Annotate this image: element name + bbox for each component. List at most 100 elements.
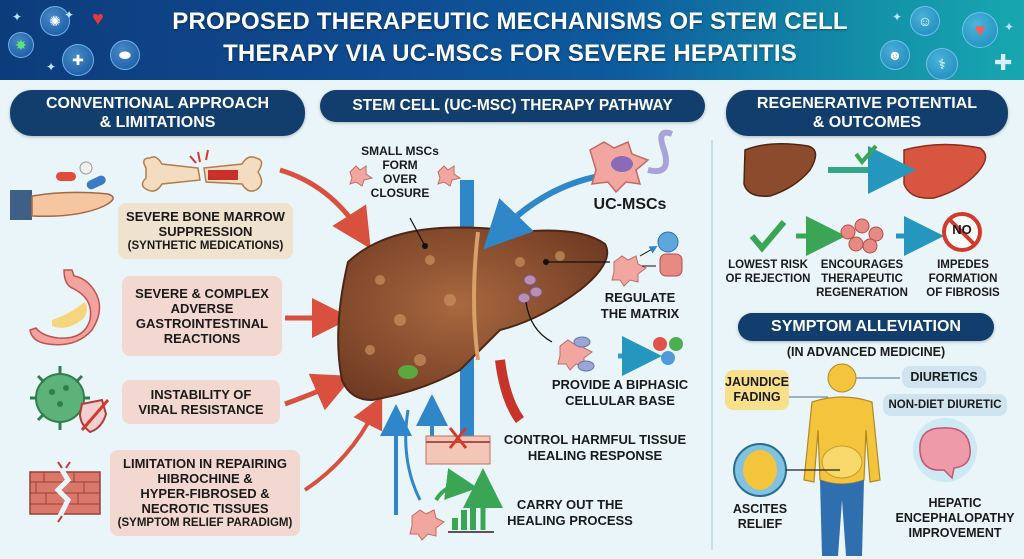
arrow-tissue-to-liver — [303, 395, 383, 492]
label-line: FORM — [382, 158, 418, 172]
hand-pills-icon — [10, 161, 114, 220]
limitation-text: HYPER-FIBROSED & — [140, 485, 270, 501]
broken-bone-icon — [141, 149, 263, 192]
label-line: DIURETICS — [910, 369, 978, 384]
limitation-box-viral: INSTABILITY OF VIRAL RESISTANCE — [122, 380, 280, 424]
label-line: CELLULAR BASE — [565, 393, 675, 408]
bar-shape — [452, 518, 458, 530]
label-line: ENCEPHALOPATHY — [895, 511, 1015, 525]
label-line: FORMATION — [928, 273, 998, 285]
person-icon: ☺ — [910, 6, 940, 36]
stomach-shape — [29, 269, 101, 346]
section-title: SYMPTOM ALLEVIATION — [771, 318, 961, 335]
label-line: REGENERATION — [816, 287, 908, 299]
artery-shape — [495, 359, 525, 423]
sparkle-icon: ✦ — [892, 10, 903, 24]
body-legs-shape — [820, 480, 864, 556]
no-sign-text: NO — [952, 222, 972, 237]
ascites-label: ASCITES RELIEF — [725, 502, 795, 532]
stethoscope-icon: ⚕ — [926, 48, 958, 80]
limitation-text: INSTABILITY OF — [150, 387, 252, 402]
header-banner: ✺ ♥ ✸ ✚ ⬬ ✦ ✦ ✦ PROPOSED THERAPEUTIC MEC… — [0, 0, 1024, 80]
bacteria-icon: ✸ — [8, 32, 34, 58]
brain-head-icon: ☻ — [880, 40, 910, 70]
stomach-icon — [29, 269, 101, 346]
first-aid-kit-icon: ✚ — [62, 44, 94, 76]
cell-blue — [661, 351, 675, 365]
hand-shape — [31, 191, 114, 218]
limitation-text: HIBROCHINE & — [157, 470, 253, 486]
label-line: RELIEF — [737, 517, 783, 531]
limitation-text: ADVERSE — [170, 301, 234, 316]
capsule-shape — [56, 172, 76, 181]
liver-cells — [517, 274, 543, 304]
limitation-text: LIMITATION IN REPAIRING — [123, 455, 287, 471]
capsule-shape — [86, 175, 106, 190]
marrow-shape — [208, 170, 238, 180]
cell-cluster-icon — [840, 218, 884, 254]
outcome-rejection: LOWEST RISK OF REJECTION — [722, 258, 814, 286]
cell-nucleus — [611, 156, 633, 172]
cell-shape — [577, 360, 595, 372]
tissue-layer-shape — [425, 435, 491, 465]
cracked-tissue-icon — [29, 461, 101, 523]
bar-shape — [470, 500, 476, 530]
label-carry-out: CARRY OUT THE HEALING PROCESS — [500, 497, 640, 529]
hepatic-label: HEPATIC ENCEPHALOPATHY IMPROVEMENT — [890, 496, 1020, 541]
outcome-fibrosis: IMPEDES FORMATION OF FIBROSIS — [916, 258, 1010, 300]
label-line: REGULATE — [604, 290, 676, 305]
label-uc-mscs: UC-MSCs — [593, 196, 667, 213]
label-line: CLOSURE — [370, 186, 430, 200]
title-line-1: PROPOSED THERAPEUTIC MECHANISMS OF STEM … — [172, 8, 848, 35]
belly-shape — [821, 445, 863, 479]
label-line: IMPROVEMENT — [908, 526, 1002, 540]
section-title-line: & OUTCOMES — [812, 114, 922, 131]
label-line: THERAPEUTIC — [821, 273, 903, 285]
limitation-text: NECROTIC TISSUES — [141, 500, 269, 516]
sparkle-icon: ✦ — [64, 8, 75, 22]
shield-slash — [80, 399, 110, 431]
label-line: HEALING RESPONSE — [527, 448, 663, 463]
plus-icon: ✚ — [994, 50, 1013, 75]
checkmark-icon — [854, 144, 878, 166]
section-header-conventional: CONVENTIONAL APPROACH & LIMITATIONS — [10, 90, 305, 136]
pill-icon: ⬬ — [110, 40, 140, 70]
section-title: STEM CELL (UC-MSC) THERAPY PATHWAY — [352, 97, 673, 114]
sparkle-icon: ✦ — [46, 60, 57, 74]
cell-shape — [573, 336, 591, 348]
label-small-mscs: SMALL MSCs FORM OVER CLOSURE — [360, 144, 440, 200]
outcome-regeneration: ENCOURAGES THERAPEUTIC REGENERATION — [812, 258, 912, 300]
belly-zoom-shape — [743, 450, 777, 490]
label-line: OF FIBROSIS — [926, 287, 1000, 299]
limitation-subtext: (SYNTHETIC MEDICATIONS) — [127, 239, 284, 252]
heart-icon: ♥ — [962, 12, 998, 48]
stomach-fluid-shape — [52, 302, 87, 328]
label-regulate-matrix: REGULATE THE MATRIX — [590, 290, 690, 322]
label-control-harmful: CONTROL HARMFUL TISSUE HEALING RESPONSE — [495, 432, 695, 464]
virus-icon: ✺ — [40, 6, 70, 36]
limitation-text: SEVERE & COMPLEX — [135, 286, 269, 301]
limitation-text: GASTROINTESTINAL — [135, 316, 269, 331]
small-msc-cell — [437, 165, 462, 187]
label-line: SMALL MSCs — [361, 144, 439, 158]
label-biphasic: PROVIDE A BIPHASIC CELLULAR BASE — [540, 377, 700, 409]
crack-marks — [57, 461, 71, 523]
cell-red — [653, 337, 667, 351]
callout-line — [525, 301, 553, 343]
arrow-bone-to-liver — [279, 167, 371, 249]
symptom-subtitle: (IN ADVANCED MEDICINE) — [786, 345, 946, 359]
liver-ligament — [472, 231, 480, 361]
sparkle-icon: ✦ — [1004, 20, 1015, 34]
bar-shape — [461, 510, 467, 530]
label-line: ASCITES — [732, 502, 788, 516]
gallbladder-shape — [398, 365, 418, 379]
crack-line — [54, 468, 72, 518]
damaged-liver-icon — [743, 143, 817, 197]
tablet-shape — [79, 161, 93, 175]
differentiated-cell-blue — [657, 231, 679, 253]
label-line: THE MATRIX — [600, 306, 680, 321]
curved-green-arrow — [434, 468, 478, 502]
label-line: IMPEDES — [937, 259, 989, 271]
label-line: ENCOURAGES — [820, 259, 904, 271]
virus-spikes — [30, 366, 90, 430]
